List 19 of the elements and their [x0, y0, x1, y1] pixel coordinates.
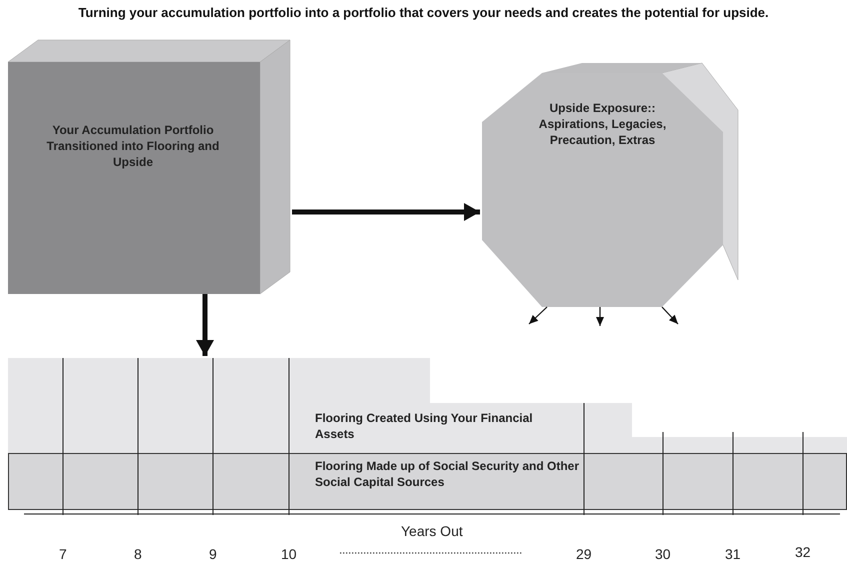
tick-label: 31	[725, 546, 741, 562]
tick-label: 7	[59, 546, 67, 562]
tick-label: 32	[795, 544, 811, 560]
diagram-title: Turning your accumulation portfolio into a portfolio that covers your needs and creates the potential for upside.	[77, 4, 770, 21]
tick-label: 10	[281, 546, 297, 562]
arrow	[662, 306, 678, 324]
arrow	[528, 306, 548, 324]
arrow	[292, 203, 480, 221]
node-text: Your Accumulation Portfolio Transitioned into Flooring and Upside	[46, 122, 220, 170]
node-text: Flooring Made up of Social Security and Other Social Capital Sources	[315, 458, 580, 490]
tick-label: 8	[134, 546, 142, 562]
tick-label: 9	[209, 546, 217, 562]
tick-label: 30	[655, 546, 671, 562]
arrow	[596, 307, 604, 326]
node-text: Upside Exposure:: Aspirations, Legacies, Precaution, Extras	[538, 100, 668, 148]
axis-title: Years Out	[401, 523, 463, 539]
tick-label: 29	[576, 546, 592, 562]
arrow	[196, 294, 214, 356]
node-text: Flooring Created Using Your Financial Assets	[315, 410, 534, 442]
